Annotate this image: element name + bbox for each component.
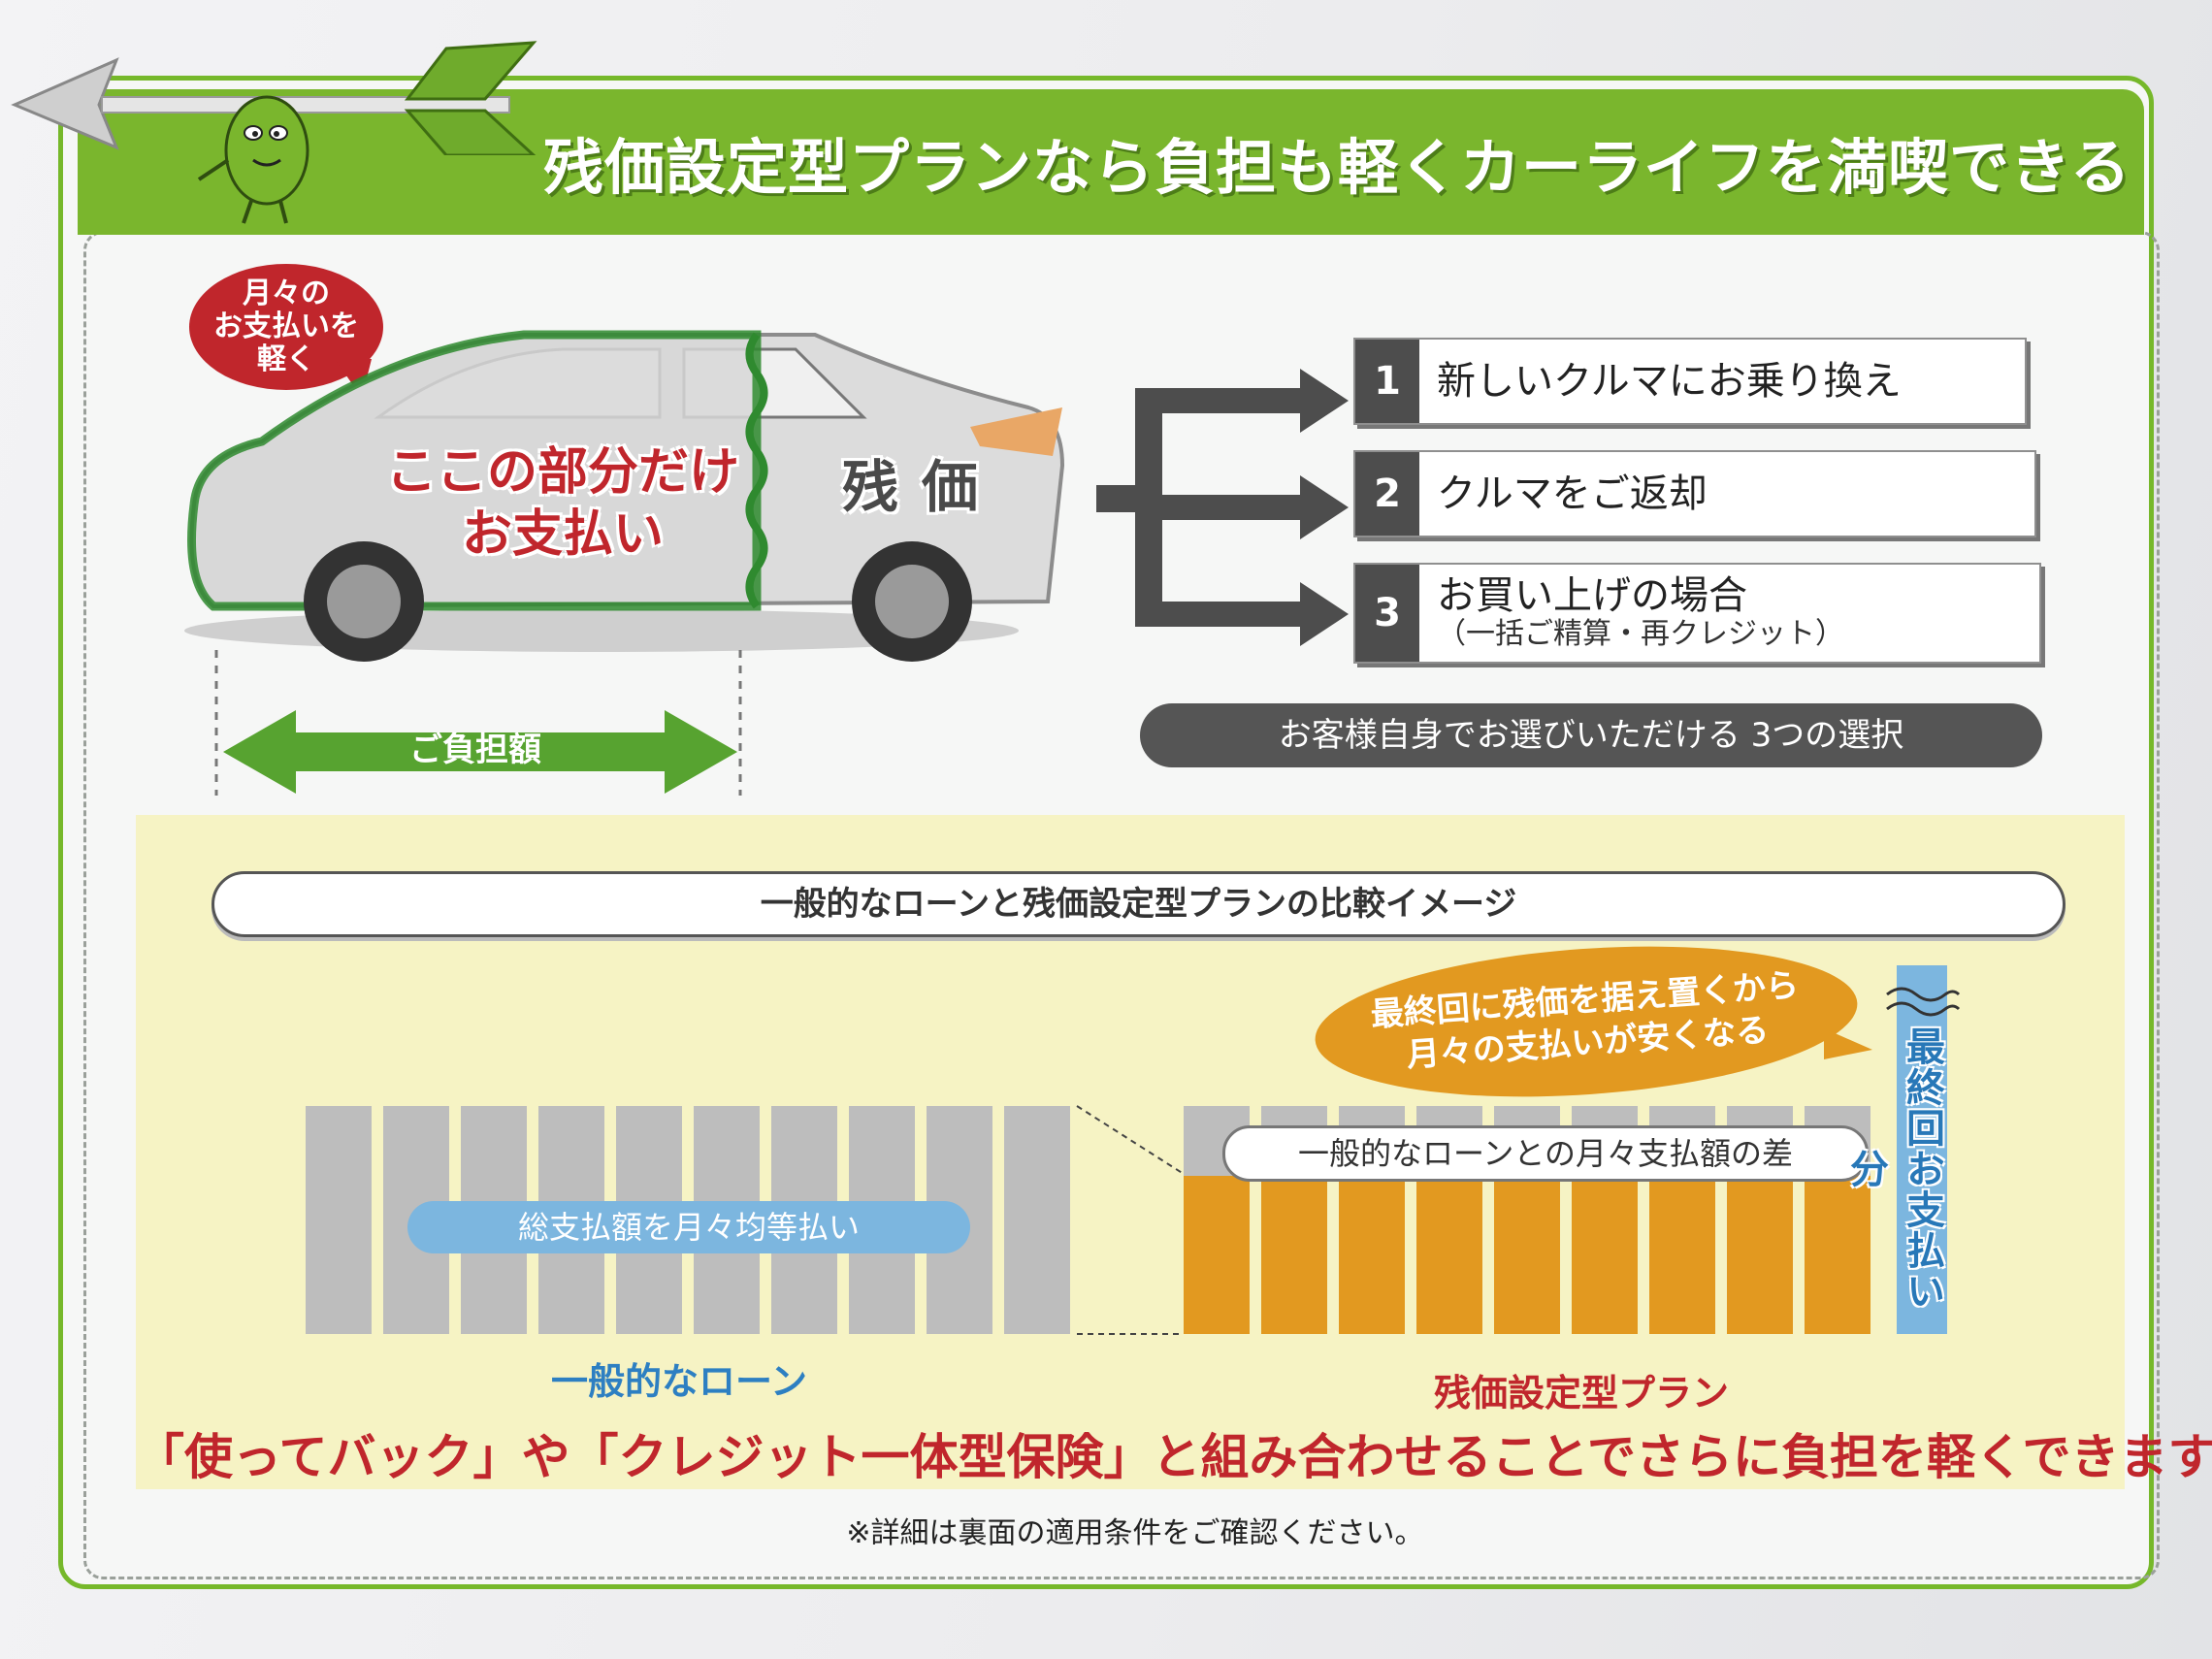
pay-line: お支払い	[461, 505, 664, 564]
arrow-icon	[11, 41, 537, 155]
residual-label: 残価	[842, 454, 1002, 520]
pay-line: ここの部分だけ	[385, 443, 739, 502]
bubble-line: お支払いを	[213, 309, 359, 343]
car-illustration	[184, 330, 1065, 662]
option-number: 2	[1355, 452, 1419, 536]
burden-amount-label: ご負担額	[409, 731, 541, 769]
mascot-icon	[197, 95, 309, 224]
option-purchase: 3 お買い上げの場合 （一括ご精算・再クレジット）	[1353, 563, 2041, 664]
general-loan-label: 一般的なローン	[550, 1360, 808, 1403]
header-title: 残価設定型プランなら負担も軽くカーライフを満喫できる	[543, 132, 2131, 203]
burden-arrow	[214, 650, 742, 796]
option-new-car: 1 新しいクルマにお乗り換え	[1353, 338, 2027, 425]
final-payment-bar	[1897, 965, 1947, 1334]
combination-note: 「使ってバック」や「クレジット一体型保険」と組み合わせることでさらに負担を軽くで…	[136, 1429, 2212, 1485]
footnote: ※詳細は裏面の適用条件をご確認ください。	[846, 1516, 1424, 1550]
pay-only-this-part-label: ここの部分だけ お支払い	[378, 441, 747, 566]
option-text: お買い上げの場合 （一括ご精算・再クレジット）	[1419, 574, 1844, 652]
branch-arrows	[1096, 369, 1349, 646]
comparison-title: 一般的なローンと残価設定型プランの比較イメージ	[211, 871, 2066, 937]
equal-payment-label: 総支払額を月々均等払い	[407, 1201, 970, 1253]
option-main-text: お買い上げの場合	[1437, 573, 1747, 618]
final-payment-label: 最終回お支払い分	[1843, 1026, 1944, 1312]
bubble-tail	[1824, 1028, 1872, 1059]
bubble-line: 軽く	[257, 342, 315, 376]
three-choices-bar: お客様自身でお選びいただける 3つの選択	[1140, 703, 2042, 767]
option-number: 3	[1355, 565, 1419, 662]
option-number: 1	[1355, 340, 1419, 423]
option-text: クルマをご返却	[1437, 472, 1708, 516]
residual-plan-label: 残価設定型プラン	[1433, 1372, 1729, 1415]
difference-label: 一般的なローンとの月々支払額の差	[1222, 1125, 1869, 1182]
option-return-car: 2 クルマをご返却	[1353, 450, 2036, 537]
option-text: 新しいクルマにお乗り換え	[1437, 359, 1902, 404]
option-sub-text: （一括ご精算・再クレジット）	[1437, 617, 1844, 651]
bubble-line: 月々の	[243, 276, 330, 310]
